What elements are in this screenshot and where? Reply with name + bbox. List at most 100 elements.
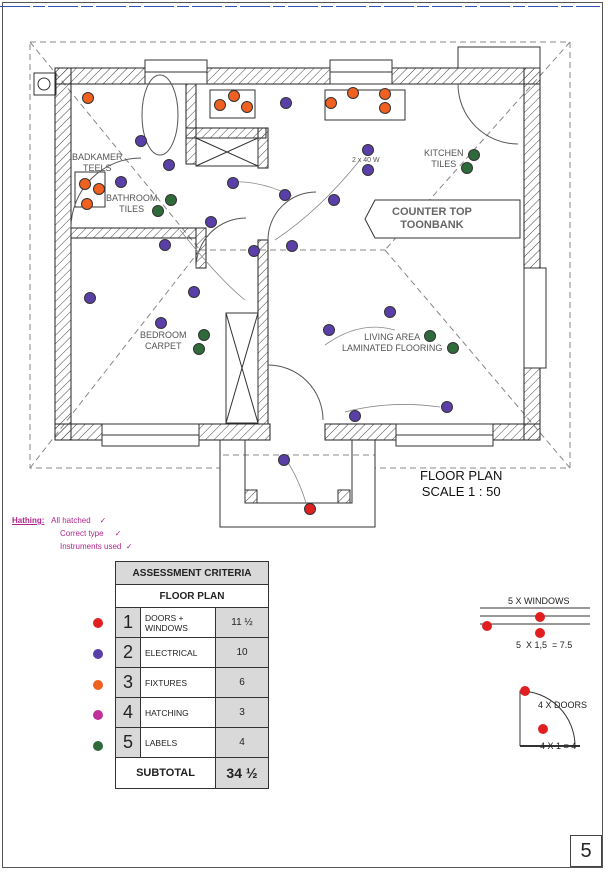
marking-dot (362, 144, 374, 156)
row-number: 3 (115, 667, 141, 698)
marking-dot (163, 159, 175, 171)
row-label: LABELS (140, 727, 216, 758)
doors-windows-dot (535, 628, 545, 638)
table-title: ASSESSMENT CRITERIA (115, 561, 269, 585)
room-label-badkamer: BADKAMER TEELS (72, 152, 123, 173)
marking-dot (384, 306, 396, 318)
row-number: 2 (115, 637, 141, 668)
subtotal-row: SUBTOTAL 34 ½ (115, 757, 269, 789)
room-label-bathroom: BATHROOM TILES (106, 193, 158, 214)
row-number: 5 (115, 727, 141, 758)
marking-dot (193, 343, 205, 355)
doors-windows-dot (482, 621, 492, 631)
marking-dot (84, 292, 96, 304)
table-subtitle: FLOOR PLAN (115, 584, 269, 608)
table-row: 4 HATCHING 3 (115, 697, 269, 728)
row-mark: 10 (215, 637, 269, 668)
marking-dot (328, 194, 340, 206)
row-mark: 11 ½ (215, 607, 269, 638)
wc (33, 72, 57, 96)
windows-calc: 5 X 1,5 = 7.5 (516, 640, 573, 650)
marking-dot (165, 194, 177, 206)
row-label: HATCHING (140, 697, 216, 728)
internal-walls (70, 83, 269, 425)
legend-dot-labels (93, 741, 103, 751)
marking-dot (79, 178, 91, 190)
marking-dot (461, 162, 473, 174)
table-row: 3 FIXTURES 6 (115, 667, 269, 698)
table-row: 2 ELECTRICAL 10 (115, 637, 269, 668)
doors-windows-dot (538, 724, 548, 734)
cupboards (74, 46, 541, 424)
marking-dot (447, 342, 459, 354)
marking-dot (188, 286, 200, 298)
row-mark: 3 (215, 697, 269, 728)
marking-dot (198, 329, 210, 341)
assessment-table: ASSESSMENT CRITERIA FLOOR PLAN 1 DOORS +… (115, 561, 269, 789)
door-swings (70, 74, 519, 421)
marking-dot (135, 135, 147, 147)
row-label: FIXTURES (140, 667, 216, 698)
marking-dot (241, 101, 253, 113)
tick-icon: ✓ (114, 529, 122, 538)
doors-title: 4 X DOORS (538, 700, 588, 710)
page-number: 5 (570, 835, 602, 867)
marking-dot (323, 324, 335, 336)
marking-dot (152, 205, 164, 217)
row-mark: 6 (215, 667, 269, 698)
subtotal-label: SUBTOTAL (115, 757, 216, 789)
row-mark: 4 (215, 727, 269, 758)
hatching-label: Hathing: (12, 516, 45, 525)
row-label: DOORS + WINDOWS (140, 607, 216, 638)
legend-dot-fixtures (93, 680, 103, 690)
wiring (179, 159, 441, 511)
marking-dot (424, 330, 436, 342)
row-label: ELECTRICAL (140, 637, 216, 668)
tick-icon: ✓ (99, 516, 107, 525)
marking-dot (379, 102, 391, 114)
hatching-item: Correct type (60, 529, 104, 538)
legend-dot-electrical (93, 649, 103, 659)
marking-dot (82, 92, 94, 104)
row-number: 1 (115, 607, 141, 638)
subtotal-value: 34 ½ (215, 757, 269, 789)
room-label-living: LIVING AREA LAMINATED FLOORING (342, 332, 443, 353)
marking-dot (362, 164, 374, 176)
marking-dot (214, 99, 226, 111)
marking-dot (441, 401, 453, 413)
roof-outline (29, 41, 571, 469)
legend-dot-doors (93, 618, 103, 628)
marking-dot (379, 88, 391, 100)
porch (219, 440, 376, 528)
marking-dot (304, 503, 316, 515)
marking-dot (248, 245, 260, 257)
row-number: 4 (115, 697, 141, 728)
marking-dot (325, 97, 337, 109)
marking-dot (279, 189, 291, 201)
light-note: 2 x 40 W (352, 157, 380, 164)
floor-plan-drawing (29, 41, 571, 528)
hatching-item: Instruments used (60, 542, 122, 551)
legend-dot-hatching (93, 710, 103, 720)
doors-calc: 4 X 1 = 4 (540, 741, 577, 751)
marking-dot (280, 97, 292, 109)
marking-dot (468, 149, 480, 161)
room-label-kitchen: KITCHEN TILES (424, 148, 464, 169)
tick-icon: ✓ (125, 542, 133, 551)
hatching-item: All hatched (51, 516, 91, 525)
windows-title: 5 X WINDOWS (508, 596, 570, 606)
doors-windows-dot (535, 612, 545, 622)
doors-windows-dot (520, 686, 530, 696)
marking-dot (81, 198, 93, 210)
marking-dot (286, 240, 298, 252)
marking-dot (93, 183, 105, 195)
marking-dot (155, 317, 167, 329)
marking-dot (349, 410, 361, 422)
room-label-counter: COUNTER TOP TOONBANK (392, 206, 472, 231)
table-row: 1 DOORS + WINDOWS 11 ½ (115, 607, 269, 638)
external-walls (54, 67, 541, 441)
room-label-bedroom: BEDROOM CARPET (140, 330, 187, 351)
marking-dot (159, 239, 171, 251)
